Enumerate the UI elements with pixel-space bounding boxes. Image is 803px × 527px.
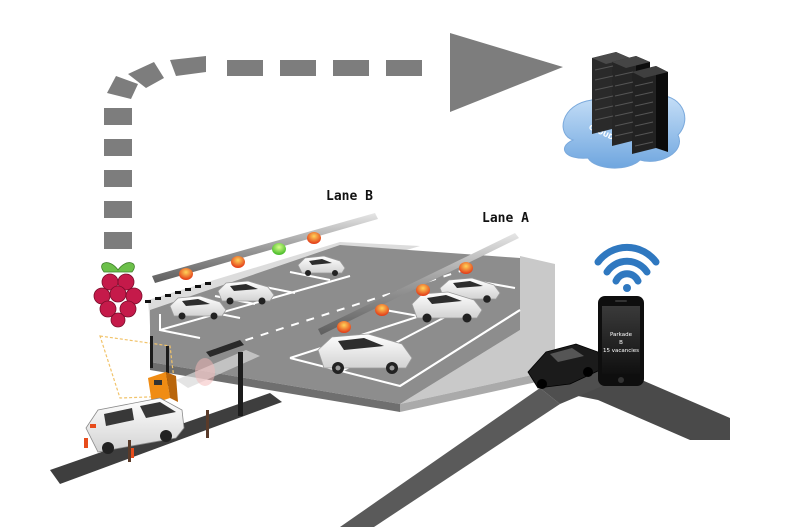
bollards (128, 410, 209, 462)
phone-line-1: Parkade (610, 332, 633, 338)
lane-b-label: Lane B (326, 189, 373, 204)
car-icon (169, 255, 501, 374)
raspberry-pi-icon (93, 262, 211, 328)
sensor-bar-icon (152, 213, 519, 335)
car (217, 280, 275, 305)
lane-a-label: Lane A (482, 211, 529, 226)
dashed-arrow-icon (104, 33, 563, 249)
phone-line-3: 15 vacancies (603, 348, 639, 354)
cloud-server-icon: CLOUD (562, 52, 686, 169)
wifi-icon (594, 243, 660, 292)
smartphone-icon: Parkade B 15 vacancies (598, 296, 644, 386)
van-icon (84, 397, 185, 458)
barrier-gate-icon (99, 335, 260, 416)
ticket-machine-icon (148, 372, 178, 404)
car (411, 291, 483, 323)
car (169, 295, 227, 320)
server-rack (592, 52, 668, 154)
parking-lot (148, 242, 555, 412)
car (317, 333, 413, 374)
phone-line-2: B (619, 340, 623, 346)
car-icon (527, 343, 601, 389)
car (297, 255, 346, 276)
road (50, 362, 730, 527)
